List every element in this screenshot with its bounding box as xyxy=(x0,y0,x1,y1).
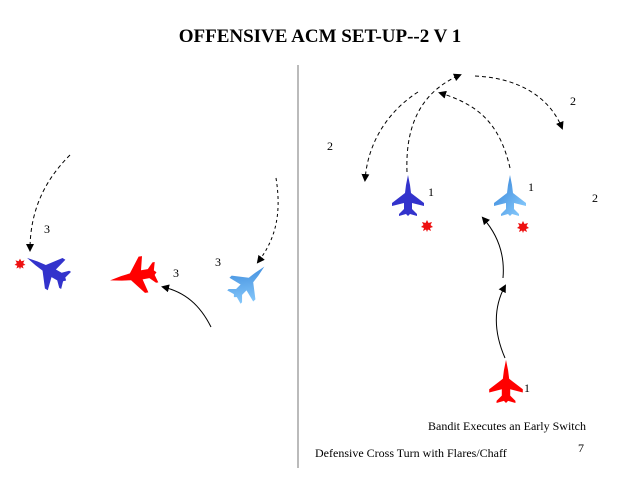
arrow-right-sweep xyxy=(474,75,564,130)
jet-bandit-red-icon xyxy=(106,254,160,299)
slide-title: OFFENSIVE ACM SET-UP--2 V 1 xyxy=(178,26,462,47)
label-number: 1 xyxy=(528,180,534,194)
arrow-bandit-path xyxy=(161,284,212,328)
arrow-lead-turn xyxy=(406,73,462,173)
arrow-left-sweep xyxy=(361,91,419,182)
jet-light-blue-icon xyxy=(222,254,277,309)
arrow-wing-turn xyxy=(438,90,511,169)
label-number: 1 xyxy=(524,381,530,395)
label-number: 3 xyxy=(173,266,179,280)
jet-dark-blue-icon xyxy=(392,175,424,216)
arrow-bandit-up-1 xyxy=(495,284,506,359)
flare-icon xyxy=(421,220,433,232)
flare-icon xyxy=(14,258,26,270)
jet-dark-blue-icon xyxy=(18,242,75,296)
arrow-bandit-up-2 xyxy=(481,216,504,279)
jet-bandit-red-icon xyxy=(489,359,523,403)
label-number: 2 xyxy=(327,139,333,153)
label-number: 2 xyxy=(570,94,576,108)
page-number: 7 xyxy=(578,441,584,455)
caption-defensive: Defensive Cross Turn with Flares/Chaff xyxy=(315,446,507,460)
flare-icon xyxy=(517,221,529,233)
jet-light-blue-icon xyxy=(494,175,526,216)
label-number: 2 xyxy=(592,191,598,205)
label-number: 3 xyxy=(215,255,221,269)
label-number: 3 xyxy=(44,222,50,236)
arrow-dark-blue-turn xyxy=(26,154,71,252)
arrow-light-blue-turn xyxy=(256,177,279,264)
caption-bandit: Bandit Executes an Early Switch xyxy=(428,419,586,433)
label-number: 1 xyxy=(428,185,434,199)
